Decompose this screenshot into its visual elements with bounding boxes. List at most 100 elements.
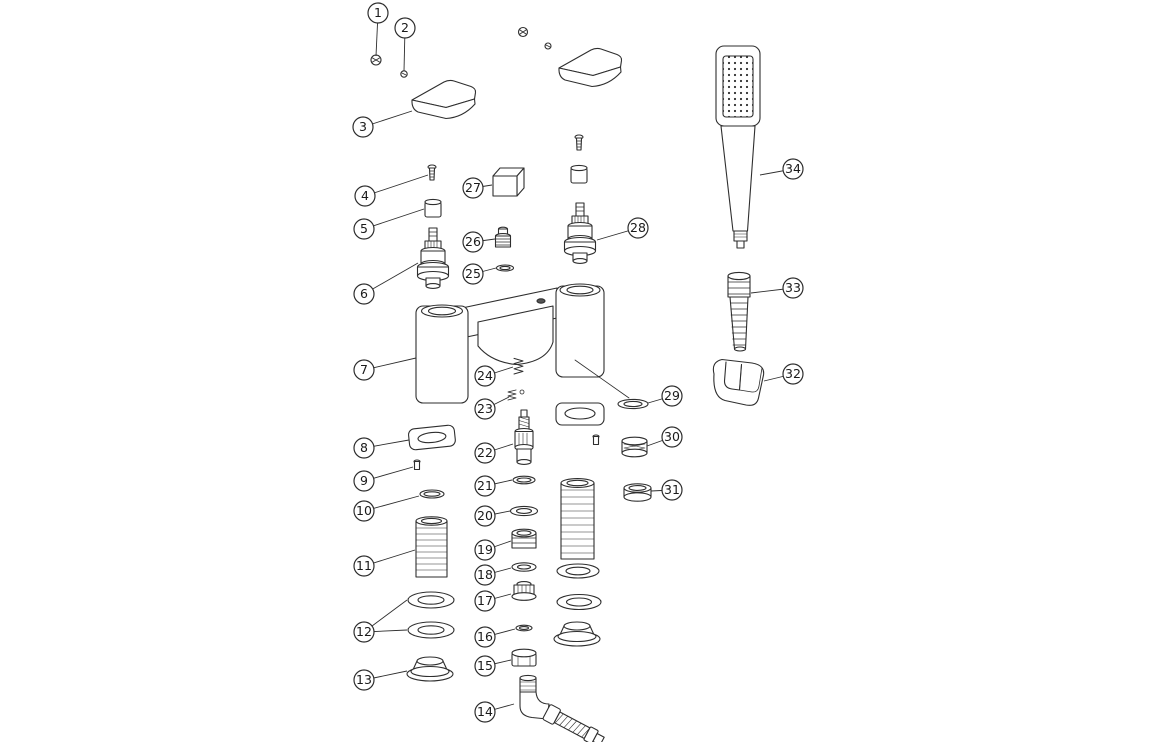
callout-circle-10 bbox=[353, 500, 375, 522]
callout-number-15: 15 bbox=[477, 658, 493, 673]
callout-circle-20 bbox=[474, 505, 496, 527]
callout-circle-11 bbox=[353, 555, 375, 577]
callout-circle-8 bbox=[353, 437, 375, 459]
part-33-hose-connector bbox=[727, 271, 751, 352]
callout-number-13: 13 bbox=[356, 672, 372, 687]
part-9-grub-screw-right bbox=[592, 434, 600, 446]
callout-number-18: 18 bbox=[477, 567, 493, 582]
part-5-bush-left bbox=[424, 198, 442, 218]
part-22-diverter-valve bbox=[514, 409, 534, 465]
part-23-spring-pin bbox=[507, 389, 525, 401]
callout-number-33: 33 bbox=[785, 280, 801, 295]
part-6-cartridge-left bbox=[416, 227, 450, 289]
callout-number-22: 22 bbox=[477, 445, 493, 460]
callout-number-16: 16 bbox=[477, 629, 493, 644]
callout-circle-21 bbox=[474, 475, 496, 497]
part-13-flanged-nut-left bbox=[406, 656, 454, 682]
callout-circle-27 bbox=[462, 177, 484, 199]
callout-number-12: 12 bbox=[356, 624, 372, 639]
callout-number-27: 27 bbox=[465, 180, 481, 195]
part-29-spout-seal-ring bbox=[617, 398, 649, 410]
part-16-o-ring bbox=[515, 624, 533, 632]
callout-number-31: 31 bbox=[664, 482, 680, 497]
callout-number-23: 23 bbox=[477, 401, 493, 416]
callout-circle-29 bbox=[661, 385, 683, 407]
part-32-wall-bracket bbox=[712, 358, 765, 406]
callout-number-10: 10 bbox=[356, 503, 372, 518]
part-2-screw-left bbox=[400, 70, 408, 78]
callout-number-26: 26 bbox=[465, 234, 481, 249]
callout-circle-4 bbox=[354, 185, 376, 207]
callout-circle-22 bbox=[474, 442, 496, 464]
callout-circle-31 bbox=[661, 479, 683, 501]
part-2-screw-right bbox=[544, 42, 552, 50]
part-28-cartridge-right bbox=[563, 202, 597, 264]
part-5-bush-right bbox=[570, 164, 588, 184]
part-19-gland bbox=[511, 528, 537, 549]
callout-circle-7 bbox=[353, 359, 375, 381]
callout-number-34: 34 bbox=[785, 161, 801, 176]
callout-circle-12 bbox=[353, 621, 375, 643]
parts-artwork bbox=[370, 26, 765, 742]
callout-circle-23 bbox=[474, 398, 496, 420]
part-30-aerator bbox=[621, 436, 648, 458]
part-20-washer bbox=[509, 505, 539, 517]
part-21-o-ring bbox=[512, 475, 536, 485]
part-8-square-flange-right bbox=[555, 402, 605, 426]
callout-circle-33 bbox=[782, 277, 804, 299]
callout-circle-19 bbox=[474, 539, 496, 561]
callout-number-28: 28 bbox=[630, 220, 646, 235]
callout-circle-3 bbox=[352, 116, 374, 138]
callout-number-5: 5 bbox=[360, 221, 368, 236]
callout-number-9: 9 bbox=[360, 473, 368, 488]
part-25-o-ring bbox=[495, 264, 515, 272]
callout-number-32: 32 bbox=[785, 366, 801, 381]
callout-number-4: 4 bbox=[361, 188, 369, 203]
callout-number-25: 25 bbox=[465, 266, 481, 281]
callout-circle-17 bbox=[474, 590, 496, 612]
callout-labels: 1234567891011121314151617181920212223242… bbox=[352, 2, 804, 723]
callout-number-8: 8 bbox=[360, 440, 368, 455]
part-4-fixing-screw-left bbox=[427, 164, 437, 181]
part-3-lever-handle-left bbox=[411, 79, 477, 120]
callout-circle-30 bbox=[661, 426, 683, 448]
callout-circle-28 bbox=[627, 217, 649, 239]
callout-number-17: 17 bbox=[477, 593, 493, 608]
callout-number-1: 1 bbox=[374, 5, 382, 20]
part-12-washer-lower-right bbox=[556, 593, 602, 611]
callout-circle-18 bbox=[474, 564, 496, 586]
part-12-washer-upper-right bbox=[556, 563, 600, 579]
callout-number-29: 29 bbox=[664, 388, 680, 403]
callout-number-11: 11 bbox=[356, 558, 372, 573]
callout-circle-32 bbox=[782, 363, 804, 385]
callout-circle-24 bbox=[474, 365, 496, 387]
callout-circle-14 bbox=[474, 701, 496, 723]
part-10-o-ring bbox=[419, 489, 445, 499]
part-4-fixing-screw-right bbox=[574, 134, 584, 151]
callout-leader-4 bbox=[364, 174, 429, 197]
part-18-washer bbox=[511, 562, 537, 572]
callout-number-6: 6 bbox=[360, 286, 368, 301]
part-17-check-valve bbox=[511, 581, 537, 601]
part-12-washer-upper-left bbox=[407, 591, 455, 609]
callout-number-21: 21 bbox=[477, 478, 493, 493]
callout-number-7: 7 bbox=[360, 362, 368, 377]
part-31-aerator-cap bbox=[623, 483, 652, 502]
part-26-fitting bbox=[494, 226, 512, 248]
callout-number-30: 30 bbox=[664, 429, 680, 444]
part-14-elbow-hose bbox=[519, 674, 605, 742]
part-12-washer-lower-left bbox=[407, 621, 455, 639]
callout-circle-2 bbox=[394, 17, 416, 39]
part-8-square-flange-left bbox=[408, 424, 456, 451]
callout-circle-25 bbox=[462, 263, 484, 285]
part-13-flanged-nut-right bbox=[553, 621, 601, 647]
part-34-handset-shower bbox=[715, 45, 761, 249]
callout-circle-15 bbox=[474, 655, 496, 677]
part-7-body bbox=[415, 283, 605, 404]
callout-circle-26 bbox=[462, 231, 484, 253]
part-11-threaded-tube-right bbox=[560, 478, 595, 560]
part-1-handle-screw-right bbox=[517, 26, 529, 38]
callout-number-2: 2 bbox=[401, 20, 409, 35]
